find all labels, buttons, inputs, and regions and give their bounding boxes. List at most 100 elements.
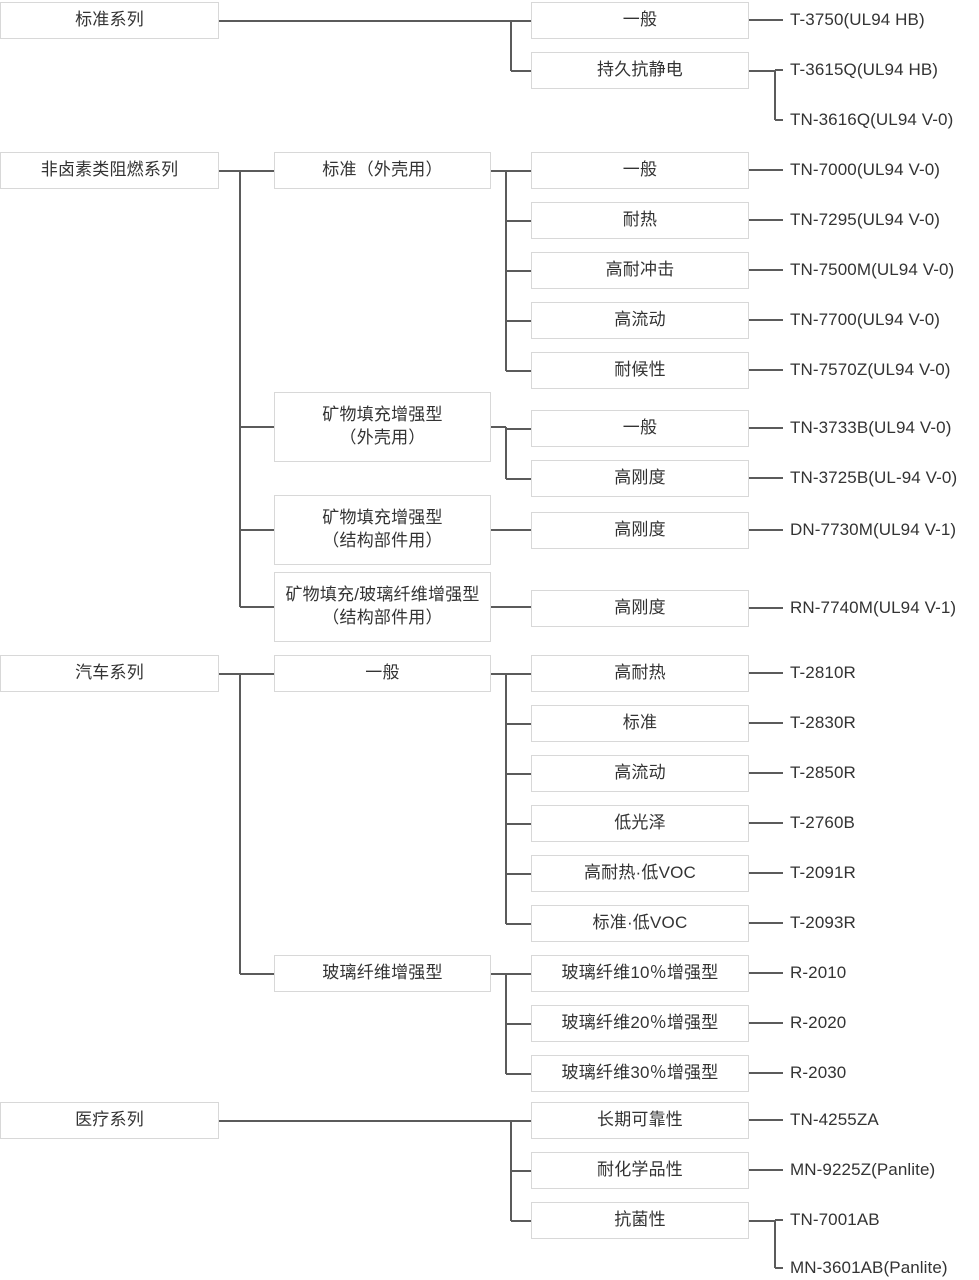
connector-horizontal — [219, 169, 240, 172]
leaf-connector — [749, 922, 783, 924]
tree-node-box[interactable]: 耐热 — [531, 202, 749, 239]
leaf-part-number: T-3750(UL94 HB) — [790, 10, 925, 29]
tree-node-box[interactable]: 高耐热 — [531, 655, 749, 692]
connector-horizontal — [511, 1119, 531, 1122]
connector-horizontal — [491, 169, 506, 172]
leaf-connector — [749, 1119, 783, 1121]
leaf-connector — [749, 319, 783, 321]
tree-node-box[interactable]: 矿物填充增强型 （结构部件用） — [274, 495, 491, 565]
leaf-part-number: TN-3733B(UL94 V-0) — [790, 418, 952, 437]
tree-node-box[interactable]: 持久抗静电 — [531, 52, 749, 89]
connector-horizontal — [511, 69, 531, 72]
leaf-connector — [749, 772, 783, 774]
tree-node-box[interactable]: 标准（外壳用） — [274, 152, 491, 189]
connector-vertical — [510, 20, 512, 71]
tree-node-box[interactable]: 标准系列 — [0, 2, 219, 39]
leaf-part-number: TN-3616Q(UL94 V-0) — [790, 110, 954, 129]
connector-horizontal — [240, 972, 274, 975]
connector-horizontal — [219, 1119, 511, 1122]
leaf-part-number: T-2830R — [790, 713, 856, 732]
connector-horizontal — [506, 722, 531, 725]
leaf-connector — [749, 822, 783, 824]
tree-node-box[interactable]: 医疗系列 — [0, 1102, 219, 1139]
tree-node-box[interactable]: 高流动 — [531, 755, 749, 792]
leaf-part-number: TN-7001AB — [790, 1210, 880, 1229]
tree-node-box[interactable]: 汽车系列 — [0, 655, 219, 692]
tree-node-box[interactable]: 低光泽 — [531, 805, 749, 842]
leaf-connector — [749, 607, 783, 609]
tree-node-box[interactable]: 矿物填充增强型 （外壳用） — [274, 392, 491, 462]
leaf-connector — [749, 69, 775, 72]
connector-horizontal — [511, 1169, 531, 1172]
connector-horizontal — [506, 972, 531, 975]
leaf-part-number: TN-7000(UL94 V-0) — [790, 160, 941, 179]
leaf-connector — [774, 1220, 776, 1268]
connector-horizontal — [506, 1022, 531, 1025]
connector-horizontal — [240, 169, 274, 172]
connector-vertical — [239, 673, 241, 974]
connector-horizontal — [506, 872, 531, 875]
leaf-connector — [749, 529, 783, 531]
tree-node-box[interactable]: 耐化学品性 — [531, 1152, 749, 1189]
connector-horizontal — [240, 529, 274, 531]
tree-node-box[interactable]: 玻璃纤维增强型 — [274, 955, 491, 992]
leaf-connector — [749, 1022, 783, 1024]
tree-node-box[interactable]: 耐候性 — [531, 352, 749, 389]
tree-node-box[interactable]: 矿物填充/玻璃纤维增强型 （结构部件用） — [274, 572, 491, 642]
tree-node-box[interactable]: 高耐冲击 — [531, 252, 749, 289]
connector-vertical — [239, 170, 241, 607]
tree-node-box[interactable]: 高刚度 — [531, 460, 749, 497]
tree-node-box[interactable]: 一般 — [531, 410, 749, 447]
tree-node-box[interactable]: 玻璃纤维30％增强型 — [531, 1055, 749, 1092]
leaf-part-number: TN-7700(UL94 V-0) — [790, 310, 941, 329]
connector-horizontal — [491, 529, 531, 531]
tree-node-box[interactable]: 高耐热·低VOC — [531, 855, 749, 892]
connector-horizontal — [506, 672, 531, 675]
leaf-connector — [749, 219, 783, 221]
leaf-part-number: MN-3601AB(Panlite) — [790, 1258, 948, 1277]
connector-horizontal — [491, 672, 506, 675]
leaf-part-number: TN-3725B(UL-94 V-0) — [790, 468, 958, 487]
connector-horizontal — [506, 219, 531, 222]
tree-node-box[interactable]: 标准·低VOC — [531, 905, 749, 942]
leaf-connector — [749, 722, 783, 724]
leaf-connector — [749, 269, 783, 271]
tree-node-box[interactable]: 玻璃纤维10％增强型 — [531, 955, 749, 992]
leaf-connector — [775, 1219, 783, 1221]
connector-horizontal — [491, 426, 506, 428]
leaf-part-number: T-3615Q(UL94 HB) — [790, 60, 939, 79]
leaf-connector — [749, 672, 783, 674]
tree-node-box[interactable]: 高流动 — [531, 302, 749, 339]
tree-node-box[interactable]: 玻璃纤维20％增强型 — [531, 1005, 749, 1042]
connector-horizontal — [506, 922, 531, 925]
leaf-part-number: T-2810R — [790, 663, 856, 682]
connector-horizontal — [506, 369, 531, 372]
leaf-part-number: R-2030 — [790, 1063, 847, 1082]
leaf-connector — [749, 972, 783, 974]
leaf-part-number: MN-9225Z(Panlite) — [790, 1160, 936, 1179]
tree-node-box[interactable]: 高刚度 — [531, 590, 749, 627]
connector-vertical — [505, 673, 507, 924]
tree-node-box[interactable]: 高刚度 — [531, 512, 749, 549]
leaf-connector — [749, 19, 783, 21]
tree-node-box[interactable]: 非卤素类阻燃系列 — [0, 152, 219, 189]
tree-node-box[interactable]: 一般 — [531, 2, 749, 39]
tree-node-box[interactable]: 标准 — [531, 705, 749, 742]
connector-horizontal — [506, 772, 531, 775]
connector-horizontal — [506, 822, 531, 825]
tree-node-box[interactable]: 抗菌性 — [531, 1202, 749, 1239]
leaf-connector — [774, 70, 776, 120]
leaf-connector — [749, 427, 783, 429]
tree-node-box[interactable]: 一般 — [531, 152, 749, 189]
tree-node-box[interactable]: 一般 — [274, 655, 491, 692]
tree-node-box[interactable]: 长期可靠性 — [531, 1102, 749, 1139]
connector-horizontal — [506, 319, 531, 322]
leaf-part-number: TN-7500M(UL94 V-0) — [790, 260, 955, 279]
leaf-part-number: RN-7740M(UL94 V-1) — [790, 598, 957, 617]
leaf-connector — [749, 1072, 783, 1074]
leaf-connector — [775, 69, 783, 71]
connector-horizontal — [511, 1219, 531, 1222]
leaf-part-number: TN-7570Z(UL94 V-0) — [790, 360, 951, 379]
leaf-connector — [775, 1267, 783, 1269]
